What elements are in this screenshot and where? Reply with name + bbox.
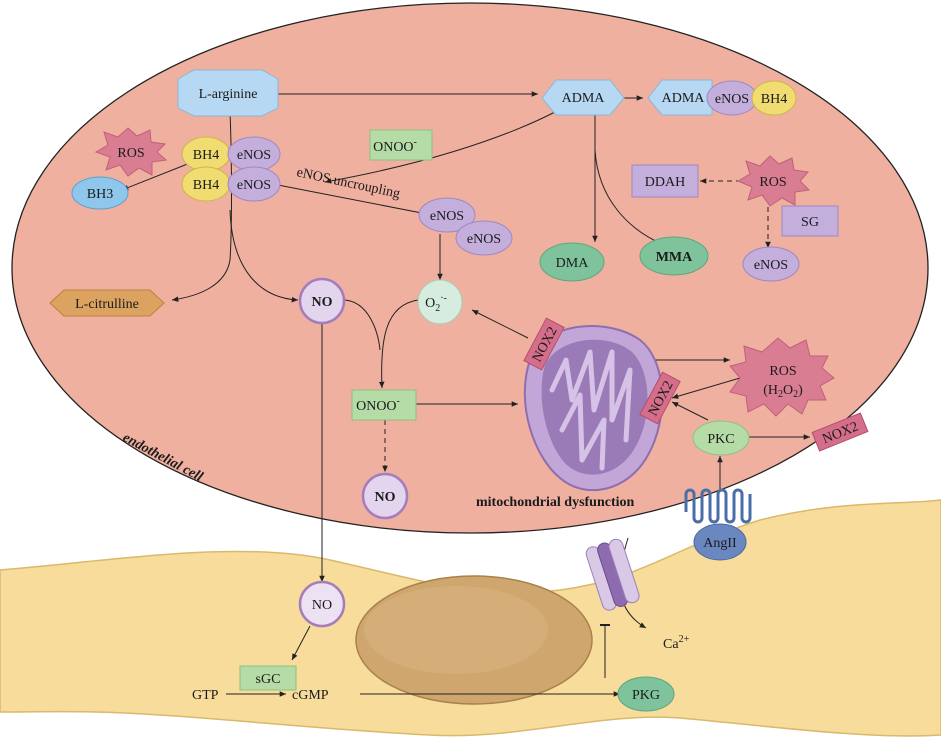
svg-text:BH4: BH4 <box>761 92 787 107</box>
svg-text:ONOO-: ONOO- <box>373 137 417 155</box>
ddah-node: DDAH <box>631 164 699 198</box>
svg-text:SG: SG <box>801 215 819 230</box>
enos-right-node: eNOS <box>742 246 800 282</box>
mitochondria-label: mitochondrial dysfunction <box>476 495 635 510</box>
ros-right-node: ROS <box>736 155 811 207</box>
svg-text:ADMA: ADMA <box>662 91 706 106</box>
mitochondria <box>523 325 664 492</box>
svg-text:eNOS: eNOS <box>715 92 749 107</box>
svg-text:eNOS: eNOS <box>754 258 788 273</box>
no-top-node: NO <box>298 277 346 325</box>
gtp-label: GTP <box>192 688 219 703</box>
pkg-node: PKG <box>617 676 675 712</box>
calcium-channel <box>585 538 640 611</box>
no-smooth-node: NO <box>298 580 346 628</box>
svg-text:BH4: BH4 <box>193 148 219 163</box>
connectors <box>121 91 810 697</box>
svg-text:MMA: MMA <box>656 250 693 265</box>
o2-node: O2·- <box>417 279 463 325</box>
svg-text:AngII: AngII <box>703 536 737 551</box>
sg-node: SG <box>781 205 839 237</box>
adma-enos-bh4-complex: ADMA eNOS BH4 <box>647 79 797 116</box>
calcium-label: Ca2+ <box>663 634 690 652</box>
svg-text:L-citrulline: L-citrulline <box>75 297 139 312</box>
angii-node: AngII <box>693 523 747 561</box>
dma-node: DMA <box>539 242 605 282</box>
l-citrulline-node: L-citrulline <box>49 289 165 317</box>
svg-text:ONOO-: ONOO- <box>356 396 400 414</box>
svg-text:(H2O2): (H2O2) <box>763 383 803 400</box>
enos-mid-nodes: eNOS eNOS <box>418 197 513 256</box>
svg-text:O2·-: O2·- <box>425 293 447 314</box>
svg-text:BH3: BH3 <box>87 187 113 202</box>
no-bottom-node: NO <box>361 472 409 520</box>
receptor-icon <box>684 488 752 524</box>
bh3-node: BH3 <box>71 176 129 210</box>
svg-text:DDAH: DDAH <box>645 175 685 190</box>
onoo-mid-node: ONOO- <box>351 389 417 421</box>
svg-text:ROS: ROS <box>769 364 796 379</box>
ros-h2o2-node: ROS (H2O2) <box>729 337 835 417</box>
svg-text:eNOS: eNOS <box>237 178 271 193</box>
svg-text:L-arginine: L-arginine <box>199 87 258 102</box>
ros-left-node: ROS <box>94 127 168 177</box>
svg-text:NO: NO <box>312 598 332 613</box>
cgmp-label: cGMP <box>292 688 329 703</box>
svg-text:ROS: ROS <box>117 146 144 161</box>
adma-node: ADMA <box>541 79 625 116</box>
bh4-enos-top: BH4 eNOS <box>181 136 281 172</box>
onoo-top-node: ONOO- <box>369 129 433 161</box>
svg-text:eNOS: eNOS <box>237 148 271 163</box>
svg-text:PKC: PKC <box>707 432 734 447</box>
svg-text:ADMA: ADMA <box>562 91 606 106</box>
sgc-node: sGC <box>239 665 297 691</box>
svg-text:PKG: PKG <box>632 688 660 703</box>
l-arginine-node: L-arginine <box>177 69 279 117</box>
mma-node: MMA <box>639 236 709 276</box>
svg-text:NO: NO <box>312 295 333 310</box>
svg-text:sGC: sGC <box>256 672 281 687</box>
endothelial-cell <box>11 2 929 534</box>
pkc-node: PKC <box>692 420 750 456</box>
svg-text:eNOS: eNOS <box>467 232 501 247</box>
bh4-enos-bottom: BH4 eNOS <box>181 166 281 202</box>
svg-text:DMA: DMA <box>556 256 590 271</box>
svg-text:NO: NO <box>375 490 396 505</box>
svg-text:BH4: BH4 <box>193 178 219 193</box>
svg-text:ROS: ROS <box>759 175 786 190</box>
svg-text:eNOS: eNOS <box>430 209 464 224</box>
